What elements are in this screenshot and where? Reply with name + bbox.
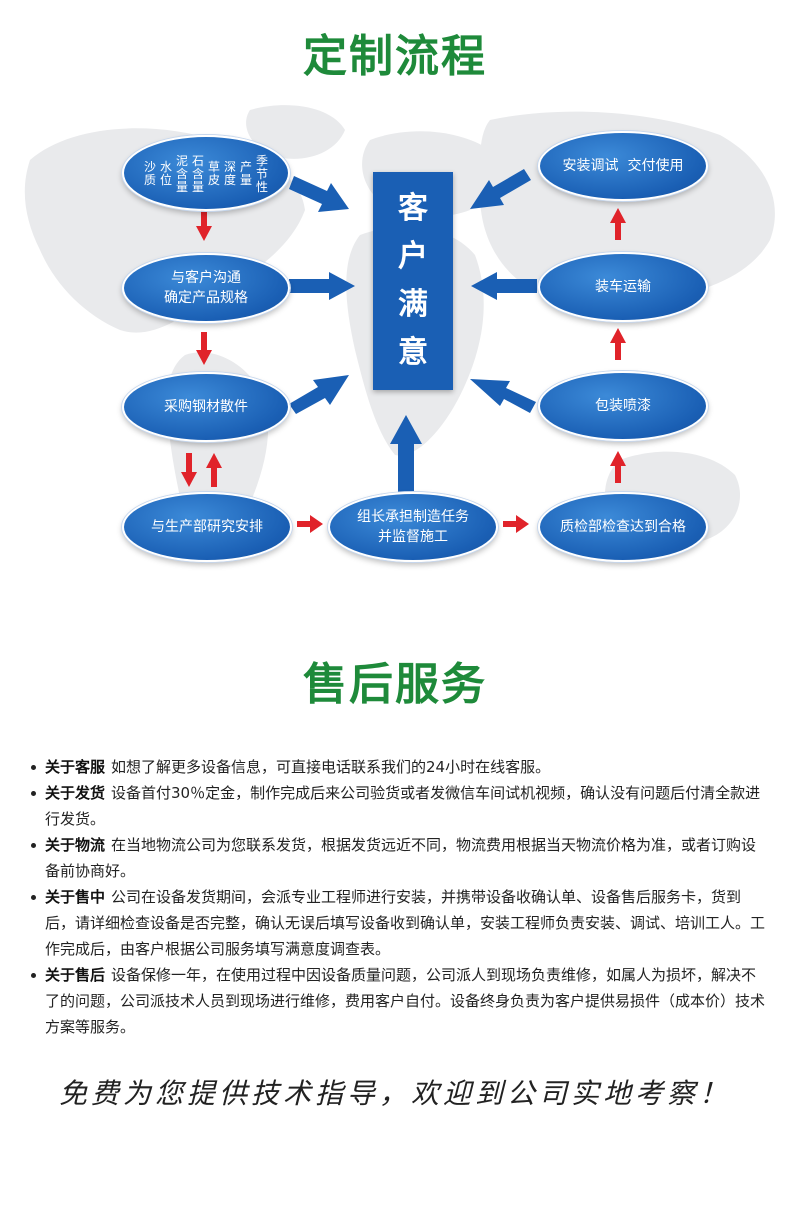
slogan: 免费为您提供技术指导，欢迎到公司实地考察！ (58, 1077, 731, 1110)
service-label: 关于售中 (45, 888, 106, 906)
blue-arrow-install (470, 169, 531, 209)
node-install-label: 安装调试 交付使用 (562, 158, 684, 174)
red-arrow-down-2 (196, 332, 212, 365)
blue-arrow-purchase (289, 375, 349, 414)
blue-arrow-ship (471, 272, 537, 300)
flow-arrows (181, 169, 626, 533)
red-arrow-down-1 (196, 208, 212, 241)
node-purchase-label: 采购钢材散件 (164, 399, 248, 415)
red-arrow-right-1 (297, 515, 323, 533)
red-arrow-up-paint (610, 328, 626, 360)
service-text: 如想了解更多设备信息，可直接电话联系我们的24小时在线客服。 (111, 758, 551, 776)
node-ship: 装车运输 (538, 252, 708, 322)
blue-arrow-communicate (289, 272, 355, 300)
node-ship-label: 装车运输 (595, 279, 651, 295)
service-text: 设备首付30％定金，制作完成后来公司验货或者发微信车间试机视频，确认没有问题后付… (45, 784, 761, 828)
factor-season: 季节性 (255, 153, 268, 194)
factor-water: 水位 (159, 160, 172, 187)
red-arrow-right-2 (503, 515, 529, 533)
factor-depth: 深度 (223, 160, 236, 187)
center-char-3: 满 (398, 287, 428, 322)
node-paint: 包装喷漆 (538, 371, 708, 441)
node-paint-label: 包装喷漆 (595, 398, 651, 414)
node-communicate: 与客户沟通 确定产品规格 (122, 253, 290, 323)
center-char-4: 意 (398, 335, 428, 370)
factor-sand: 沙质 (143, 160, 156, 187)
service-title: 售后服务 (303, 659, 487, 710)
factor-mud: 泥含量 (175, 153, 188, 194)
factor-output: 产量 (239, 160, 252, 187)
service-text: 设备保修一年，在使用过程中因设备质量问题，公司派人到现场负责维修，如属人为损坏，… (45, 966, 766, 1036)
process-title: 定制流程 (303, 31, 487, 82)
node-install: 安装调试 交付使用 (538, 131, 708, 201)
service-item-in-sale: 关于售中公司在设备发货期间，会派专业工程师进行安装，并携带设备收确认单、设备售后… (28, 884, 768, 962)
service-label: 关于发货 (45, 784, 106, 802)
red-arrow-down-3 (181, 453, 197, 487)
map-greenland (246, 105, 345, 159)
red-arrow-up-inspect (610, 451, 626, 483)
service-text: 公司在设备发货期间，会派专业工程师进行安装，并携带设备收确认单、设备售后服务卡，… (45, 888, 766, 958)
node-purchase: 采购钢材散件 (122, 372, 290, 442)
center-char-1: 客 (398, 191, 428, 226)
center-char-2: 户 (398, 239, 428, 274)
node-assemble-label: 组长承担制造任务 并监督施工 (357, 509, 469, 545)
service-item-delivery: 关于发货设备首付30％定金，制作完成后来公司验货或者发微信车间试机视频，确认没有… (28, 780, 768, 832)
blue-arrow-factors (289, 176, 349, 212)
customer-satisfaction-box: 客 户 满 意 (373, 172, 453, 390)
service-item-logistics: 关于物流在当地物流公司为您联系发货，根据发货远近不同，物流费用根据当天物流价格为… (28, 832, 768, 884)
blue-arrow-paint (470, 379, 536, 413)
node-inspect: 质检部检查达到合格 (538, 492, 708, 562)
service-text: 在当地物流公司为您联系发货，根据发货远近不同，物流费用根据当天物流价格为准，或者… (45, 836, 757, 880)
node-schedule-label: 与生产部研究安排 (151, 519, 263, 535)
blue-arrow-assemble (390, 415, 422, 492)
factor-turf: 草皮 (207, 160, 220, 187)
node-site-factors: 沙质 水位 泥含量 石含量 草皮 深度 产量 季节性 (122, 135, 290, 211)
node-schedule: 与生产部研究安排 (122, 492, 292, 562)
service-label: 关于物流 (45, 836, 106, 854)
node-assemble: 组长承担制造任务 并监督施工 (328, 492, 498, 562)
node-communicate-label: 与客户沟通 确定产品规格 (164, 270, 248, 306)
service-item-customer-service: 关于客服如想了解更多设备信息，可直接电话联系我们的24小时在线客服。 (28, 754, 768, 780)
factor-stone: 石含量 (191, 153, 204, 194)
service-list: 关于客服如想了解更多设备信息，可直接电话联系我们的24小时在线客服。 关于发货设… (28, 754, 768, 1040)
red-arrow-up-ship (610, 208, 626, 240)
red-arrow-up-3 (206, 453, 222, 487)
process-flow-diagram: 沙质 水位 泥含量 石含量 草皮 深度 产量 季节性 与客户沟通 确定产品规格 … (0, 100, 790, 600)
service-item-after-sale: 关于售后设备保修一年，在使用过程中因设备质量问题，公司派人到现场负责维修，如属人… (28, 962, 768, 1040)
node-inspect-label: 质检部检查达到合格 (560, 519, 686, 535)
service-label: 关于客服 (45, 758, 106, 776)
service-label: 关于售后 (45, 966, 106, 984)
